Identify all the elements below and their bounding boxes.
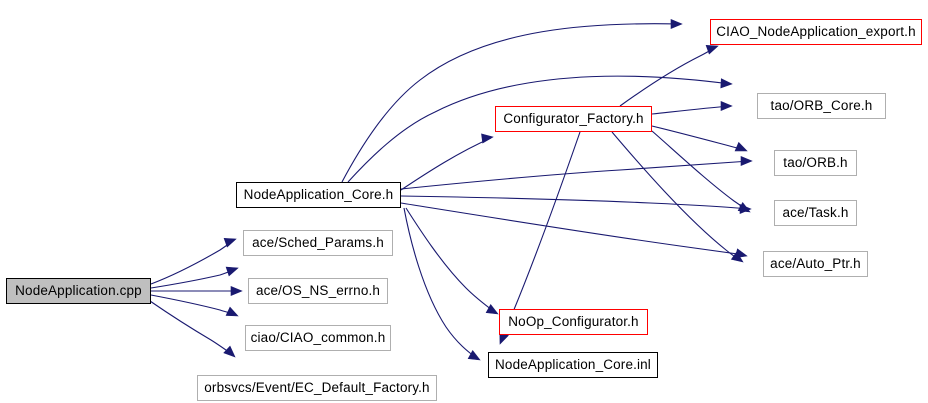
edge-nodeapplication-cpp-to-nodeapplication-core-h [150,238,237,285]
edge-configurator-factory-h-to-tao-orb-core-h [651,100,733,115]
edge-configurator-factory-h-to-ciao-nodeapplication-export-h [619,45,719,107]
edge-nodeapplication-core-h-to-tao-orb-h [400,155,753,190]
node-label: tao/ORB.h [783,155,848,171]
node-ace-task-h[interactable]: ace/Task.h [774,200,857,226]
arrow-head [230,285,243,297]
node-ciao-ciao-common-h[interactable]: ciao/CIAO_common.h [245,325,391,351]
edge-nodeapplication-core-h-to-ace-auto-ptr-h [400,202,748,259]
node-ace-sched-params-h[interactable]: ace/Sched_Params.h [243,230,393,256]
edge-nodeapplication-core-h-to-noop-configurator-h [405,207,499,315]
node-label: ace/Sched_Params.h [252,235,384,251]
arrow-head [720,78,733,89]
edge-configurator-factory-h-to-ace-task-h [651,130,751,213]
edge-nodeapplication-cpp-to-ciao-ciao-common-h [150,294,239,317]
edge-configurator-factory-h-to-ace-auto-ptr-h [611,131,744,263]
node-nodeapplication-core-h[interactable]: NodeApplication_Core.h [236,182,401,208]
arrow-head [670,18,683,30]
node-label: NodeApplication.cpp [15,283,142,299]
node-nodeapplication-cpp[interactable]: NodeApplication.cpp [6,278,151,304]
edge-nodeapplication-core-h-to-configurator-factory-h [400,133,494,191]
arrow-head [737,202,751,213]
arrow-head [225,266,239,277]
arrow-head [223,345,236,358]
arrow-head [467,350,481,361]
arrow-head [730,251,744,263]
node-orbsvcs-ec-default-factory-h[interactable]: orbsvcs/Event/EC_Default_Factory.h [197,375,437,401]
node-tao-orb-h[interactable]: tao/ORB.h [774,150,857,176]
node-label: orbsvcs/Event/EC_Default_Factory.h [204,380,430,396]
node-label: ace/Task.h [782,205,849,221]
node-label: NoOp_Configurator.h [508,314,639,330]
edge-nodeapplication-cpp-to-ace-sched-params-h [150,266,239,289]
node-label: tao/ORB_Core.h [770,98,873,114]
arrow-head [485,304,499,315]
arrow-head [225,306,239,317]
arrow-head [734,141,748,152]
node-label: ace/OS_NS_errno.h [255,283,381,299]
arrow-head [720,100,733,112]
node-label: CIAO_NodeApplication_export.h [716,24,916,40]
arrow-head [705,45,719,55]
node-noop-configurator-h[interactable]: NoOp_Configurator.h [499,309,648,335]
edge-configurator-factory-h-to-tao-orb-h [651,125,748,152]
node-label: ace/Auto_Ptr.h [770,256,861,272]
arrow-head [223,238,237,248]
edge-nodeapplication-core-h-to-nodeapplication-core-inl [403,207,481,361]
edge-nodeapplication-core-h-to-ciao-nodeapplication-export-h [341,18,683,183]
arrow-head [740,155,753,167]
node-ace-os-ns-errno-h[interactable]: ace/OS_NS_errno.h [248,278,388,304]
node-label: ciao/CIAO_common.h [250,330,386,346]
node-tao-orb-core-h[interactable]: tao/ORB_Core.h [757,93,886,119]
node-label: NodeApplication_Core.h [243,187,394,203]
node-nodeapplication-core-inl[interactable]: NodeApplication_Core.inl [488,352,658,378]
node-configurator-factory-h[interactable]: Configurator_Factory.h [495,106,652,132]
node-label: Configurator_Factory.h [503,111,644,127]
node-label: NodeApplication_Core.inl [495,357,651,373]
node-ace-auto-ptr-h[interactable]: ace/Auto_Ptr.h [763,251,868,277]
edge-nodeapplication-cpp-to-ace-os-ns-errno-h [151,285,243,297]
node-ciao-nodeapplication-export-h[interactable]: CIAO_NodeApplication_export.h [710,19,922,45]
edge-nodeapplication-cpp-to-orbsvcs-ec-default-factory-h [149,300,236,358]
arrow-head [481,133,494,144]
edge-nodeapplication-core-h-to-tao-orb-core-h [347,75,733,183]
